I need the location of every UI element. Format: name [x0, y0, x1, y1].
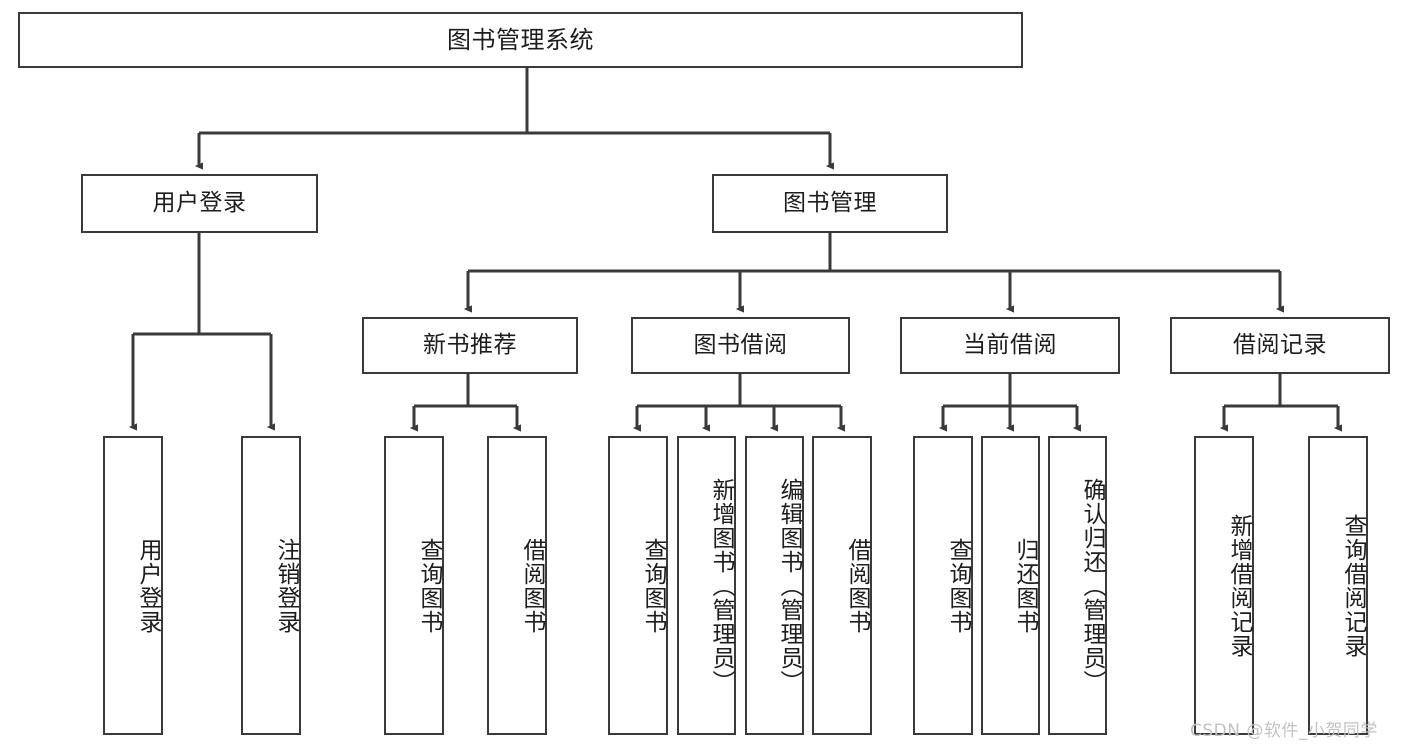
- node-user-login[interactable]: 用户登录: [81, 174, 318, 233]
- node-book-management[interactable]: 图书管理: [712, 174, 948, 233]
- node-label: 查询图书: [416, 537, 442, 634]
- leaf-current-borrow-confirm-return-admin[interactable]: 确认归还（管理员）: [1048, 436, 1107, 735]
- leaf-current-borrow-return-book[interactable]: 归还图书: [981, 436, 1040, 735]
- node-label: 确认归还（管理员）: [1079, 477, 1105, 694]
- node-book-borrowing[interactable]: 图书借阅: [631, 317, 850, 374]
- node-label: 图书管理: [783, 189, 877, 216]
- node-label: 查询图书: [945, 537, 971, 634]
- node-root-book-management-system[interactable]: 图书管理系统: [18, 12, 1023, 68]
- node-label: 编辑图书（管理员）: [776, 477, 802, 694]
- leaf-borrow-record-query-record[interactable]: 查询借阅记录: [1308, 436, 1368, 735]
- leaf-book-borrow-query-book[interactable]: 查询图书: [608, 436, 668, 735]
- node-label: 图书借阅: [693, 331, 788, 358]
- leaf-book-borrow-edit-book-admin[interactable]: 编辑图书（管理员）: [745, 436, 804, 735]
- leaf-book-borrow-add-book-admin[interactable]: 新增图书（管理员）: [677, 436, 736, 735]
- leaf-user-login-login[interactable]: 用户登录: [103, 436, 163, 735]
- node-label: 查询图书: [640, 537, 666, 634]
- node-current-borrowing[interactable]: 当前借阅: [900, 317, 1120, 374]
- node-label: 新书推荐: [423, 331, 517, 358]
- node-label: 借阅图书: [844, 537, 870, 634]
- leaf-borrow-record-add-record[interactable]: 新增借阅记录: [1194, 436, 1254, 735]
- node-label: 新增图书（管理员）: [708, 477, 734, 694]
- node-borrow-record[interactable]: 借阅记录: [1170, 317, 1390, 374]
- leaf-user-login-logout[interactable]: 注销登录: [241, 436, 301, 735]
- node-label: 用户登录: [152, 189, 247, 216]
- node-label: 用户登录: [135, 537, 161, 634]
- node-label: 当前借阅: [963, 331, 1057, 358]
- watermark: CSDN @软件_小贺同学: [1190, 721, 1378, 741]
- node-label: 新增借阅记录: [1226, 513, 1252, 658]
- leaf-new-book-borrow-book[interactable]: 借阅图书: [487, 436, 547, 735]
- leaf-current-borrow-query-book[interactable]: 查询图书: [913, 436, 973, 735]
- node-label: 借阅记录: [1233, 331, 1327, 358]
- node-label: 注销登录: [273, 537, 299, 634]
- node-label: 归还图书: [1012, 537, 1038, 634]
- leaf-book-borrow-borrow-book[interactable]: 借阅图书: [812, 436, 872, 735]
- node-label: 图书管理系统: [447, 25, 594, 54]
- leaf-new-book-query-book[interactable]: 查询图书: [384, 436, 444, 735]
- node-new-book-recommendation[interactable]: 新书推荐: [362, 317, 578, 374]
- node-label: 借阅图书: [519, 537, 545, 634]
- node-label: 查询借阅记录: [1340, 513, 1366, 658]
